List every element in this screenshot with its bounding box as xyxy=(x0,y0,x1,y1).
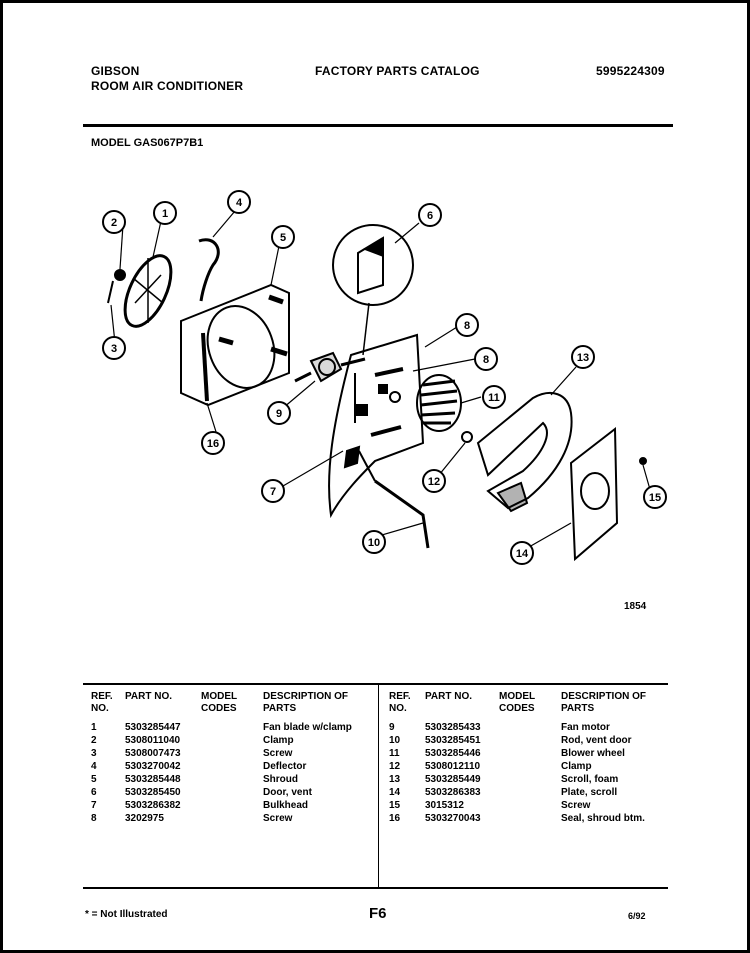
callout-15: 15 xyxy=(643,485,667,509)
header-description: DESCRIPTION OF PARTS xyxy=(263,691,349,714)
model-number: MODEL GAS067P7B1 xyxy=(91,137,204,149)
callout-3: 3 xyxy=(102,336,126,360)
svg-text:9: 9 xyxy=(276,408,282,420)
header-model-codes: MODEL CODES xyxy=(201,691,237,714)
table-column-divider xyxy=(378,685,379,889)
fan-motor xyxy=(309,351,343,383)
brand-name: GIBSON xyxy=(91,64,140,78)
svg-text:6: 6 xyxy=(427,210,433,222)
svg-text:11: 11 xyxy=(488,392,500,404)
callout-14: 14 xyxy=(510,541,534,565)
exploded-parts-diagram: 1 2 3 4 5 6 7 8 8 9 10 11 12 13 14 15 16 xyxy=(102,190,667,565)
svg-text:8: 8 xyxy=(483,354,489,366)
header-ref-no: REF. NO. xyxy=(389,691,411,714)
callout-10: 10 xyxy=(362,530,386,554)
callout-1: 1 xyxy=(153,201,177,225)
table-top-rule xyxy=(83,683,668,685)
callout-13: 13 xyxy=(571,345,595,369)
svg-text:16: 16 xyxy=(207,438,219,450)
callout-2: 2 xyxy=(102,210,126,234)
not-illustrated-note: * = Not Illustrated xyxy=(85,909,168,920)
header-ref-no: REF. NO. xyxy=(91,691,113,714)
revision-date: 6/92 xyxy=(628,911,646,921)
vent-door-inset xyxy=(332,224,414,306)
figure-number: 1854 xyxy=(624,601,647,612)
header-part-no: PART NO. xyxy=(425,691,473,702)
bulkhead xyxy=(328,333,425,519)
svg-text:13: 13 xyxy=(577,352,589,364)
callout-5: 5 xyxy=(271,225,295,249)
product-name: ROOM AIR CONDITIONER xyxy=(91,79,244,93)
svg-text:3: 3 xyxy=(111,343,117,355)
svg-text:10: 10 xyxy=(368,537,380,549)
header-part-no: PART NO. xyxy=(125,691,173,702)
callout-16: 16 xyxy=(201,431,225,455)
foam-scroll xyxy=(476,392,573,510)
callout-8a: 8 xyxy=(455,313,479,337)
vent-door-rod xyxy=(374,479,430,549)
table-bottom-rule xyxy=(83,887,668,889)
svg-text:15: 15 xyxy=(649,492,661,504)
svg-text:8: 8 xyxy=(464,320,470,332)
svg-text:14: 14 xyxy=(516,548,529,560)
callout-8b: 8 xyxy=(474,347,498,371)
deflector xyxy=(198,238,220,302)
svg-text:2: 2 xyxy=(111,217,117,229)
parts-table-left: REF. NO. PART NO. MODEL CODES DESCRIPTIO… xyxy=(91,691,373,825)
clamp-part xyxy=(114,269,126,281)
svg-text:7: 7 xyxy=(270,486,276,498)
svg-text:12: 12 xyxy=(428,476,440,488)
callout-4: 4 xyxy=(227,190,251,214)
svg-text:4: 4 xyxy=(236,197,243,209)
parts-table-right: REF. NO. PART NO. MODEL CODES DESCRIPTIO… xyxy=(389,691,661,825)
svg-text:5: 5 xyxy=(280,232,286,244)
callout-6: 6 xyxy=(418,203,442,227)
callout-12: 12 xyxy=(422,469,446,493)
header-rule xyxy=(83,124,673,127)
page-number: F6 xyxy=(369,905,387,922)
header-description: DESCRIPTION OF PARTS xyxy=(561,691,647,714)
svg-text:1: 1 xyxy=(162,208,168,220)
catalog-number: 5995224309 xyxy=(596,64,665,78)
callout-11: 11 xyxy=(482,385,506,409)
callout-7: 7 xyxy=(261,479,285,503)
catalog-title: FACTORY PARTS CATALOG xyxy=(315,64,480,78)
fan-blade xyxy=(123,254,173,328)
header-model-codes: MODEL CODES xyxy=(499,691,535,714)
callout-9: 9 xyxy=(267,401,291,425)
scroll-plate xyxy=(569,426,619,562)
